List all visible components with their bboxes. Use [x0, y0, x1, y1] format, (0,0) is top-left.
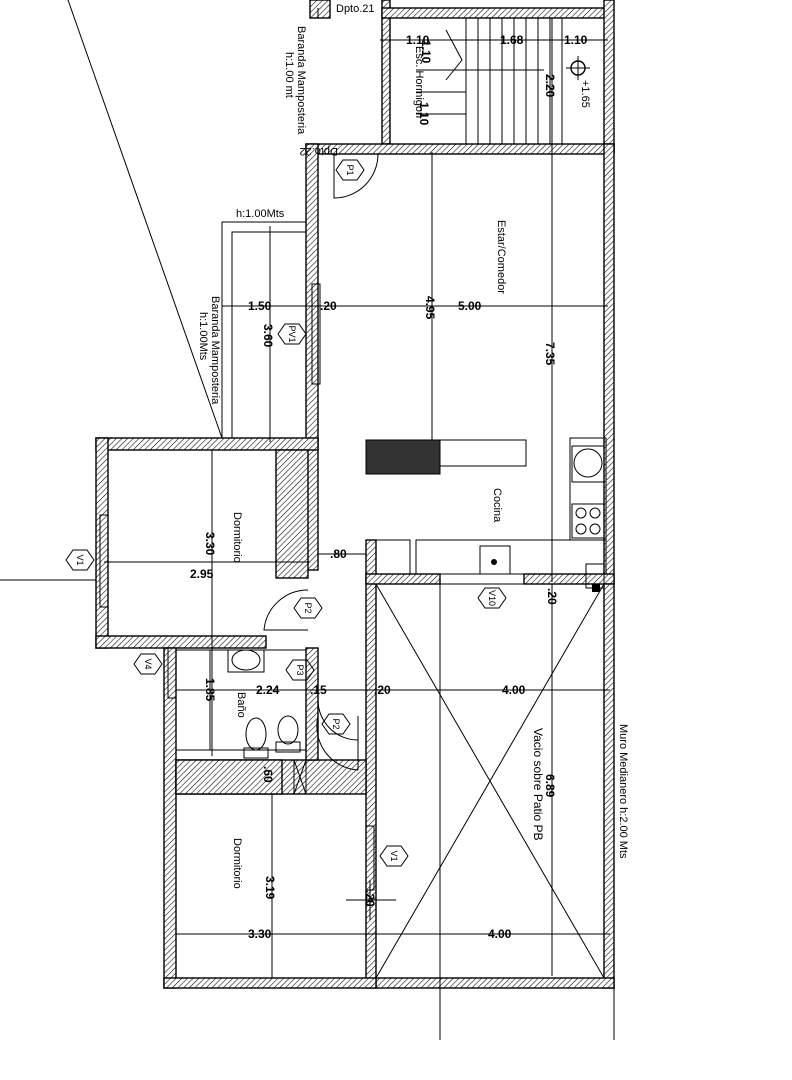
estar-label: Estar/Comedor [495, 220, 507, 294]
dim-0-20-b: .20 [545, 588, 559, 605]
bathroom-fixtures [227, 649, 301, 759]
baranda1-height-label: h:1.00 mt [283, 52, 295, 98]
diagonal-guide-line [67, 0, 223, 439]
dim-3-19: 3.19 [263, 876, 277, 900]
dim-1-85: 1.85 [203, 678, 217, 702]
stair-treads [416, 18, 563, 144]
walls [95, 0, 615, 989]
dormitorio2-label: Dormitorio [231, 838, 243, 889]
dormitorio1-label: Dormitorio [231, 512, 243, 563]
baranda2-height-label: h:1.00Mts [197, 312, 209, 361]
dim-1-50: 1.50 [248, 299, 272, 313]
tag-v4: V4 [143, 658, 153, 669]
baranda2-label: Baranda Mamposteria [209, 296, 221, 405]
dim-1-10-c: 1.10 [419, 40, 433, 64]
dim-7-35: 7.35 [543, 342, 557, 366]
dim-3-30-b: 3.30 [248, 927, 272, 941]
tag-pv1: PV1 [287, 325, 297, 342]
dim-0-20-a: .20 [320, 299, 337, 313]
dim-0-15: .15 [310, 683, 327, 697]
level-label: +1.65 [579, 80, 591, 108]
opening-tags [65, 159, 507, 867]
baranda-top-label: h:1.00Mts [236, 208, 285, 220]
dimension-lines [104, 18, 610, 978]
tag-p3: P3 [295, 664, 305, 675]
dim-0-60: .60 [261, 766, 275, 783]
stair-label: Esc. Hormigon [413, 46, 425, 118]
dim-6-89: 6.89 [543, 774, 557, 798]
dim-1-10-d: 1.10 [417, 102, 431, 126]
tag-p2b: P2 [331, 718, 341, 729]
thin-lines [99, 8, 615, 1040]
dpto21-label: Dpto.21 [336, 3, 375, 15]
dim-2-20: 2.20 [543, 74, 557, 98]
tag-p2a: P2 [303, 602, 313, 613]
dim-3-60: 3.60 [261, 324, 275, 348]
kitchen-appliances [375, 445, 605, 592]
dim-3-30-a: 3.30 [203, 532, 217, 556]
tag-v10: V10 [487, 590, 497, 606]
dim-1-68: 1.68 [500, 33, 524, 47]
muro-label: Muro Medianero h:2.00 Mts [617, 724, 629, 859]
dim-2-24: 2.24 [256, 683, 280, 697]
dim-1-10-a: 1.10 [406, 33, 430, 47]
dim-4-00-a: 4.00 [502, 683, 526, 697]
dim-4-95: 4.95 [423, 296, 437, 320]
tag-p1: P1 [345, 164, 355, 175]
dim-2-95: 2.95 [190, 567, 214, 581]
tag-v1b: V1 [389, 850, 399, 861]
dpto22-label: Dpto.22 [299, 145, 338, 157]
dim-0-80: .80 [330, 547, 347, 561]
dim-1-10-b: 1.10 [564, 33, 588, 47]
baranda1-label: Baranda Mamposteria [295, 26, 307, 135]
tag-v1a: V1 [75, 554, 85, 565]
bano-label: Baño [235, 692, 247, 718]
door-swings [263, 153, 379, 771]
dim-0-20-d: .20 [363, 890, 377, 907]
dim-0-20-c: .20 [374, 683, 391, 697]
dim-5-00: 5.00 [458, 299, 482, 313]
cocina-label: Cocina [491, 488, 503, 523]
dim-4-00-b: 4.00 [488, 927, 512, 941]
vacio-label: Vacio sobre Patio PB [531, 728, 545, 841]
